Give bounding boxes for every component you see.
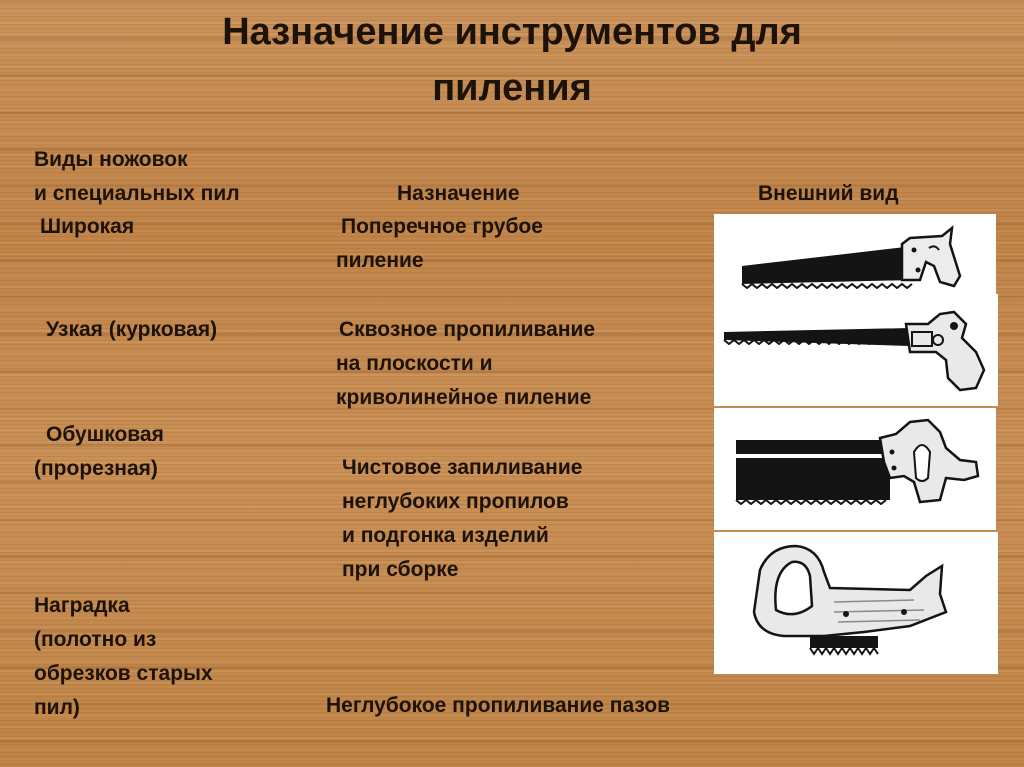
header-types: Виды ножовок и специальных пил bbox=[34, 143, 240, 211]
row-3-purpose-line-2: неглубоких пропилов bbox=[342, 490, 569, 513]
row-2-purpose-line-1: Сквозное пропиливание bbox=[339, 318, 596, 341]
row-1-purpose-line-2: пиление bbox=[336, 249, 424, 272]
row-2-purpose-line-3: криволинейное пиление bbox=[336, 386, 592, 409]
header-appearance: Внешний вид bbox=[758, 182, 899, 205]
row-3-purpose: Чистовое запиливание неглубоких пропилов… bbox=[342, 451, 582, 587]
slide-title: Назначение инструментов для пиления bbox=[0, 4, 1024, 116]
row-4-name-line-3: обрезков старых bbox=[34, 662, 213, 685]
wide-handsaw-panel bbox=[714, 214, 996, 304]
narrow-keyhole-saw-icon bbox=[723, 310, 986, 392]
title-line-1: Назначение инструментов для bbox=[222, 11, 802, 53]
title-line-2: пиления bbox=[432, 67, 592, 109]
row-4-name-line-4: пил) bbox=[34, 696, 80, 719]
row-3-name: Обушковая (прорезная) bbox=[34, 418, 164, 486]
backsaw-icon bbox=[735, 418, 980, 506]
row-3-name-line-2: (прорезная) bbox=[34, 457, 158, 480]
row-4-name-line-1: Наградка bbox=[34, 594, 130, 617]
groove-saw-icon bbox=[752, 544, 948, 656]
row-2-purpose-line-2: на плоскости и bbox=[336, 352, 493, 375]
row-1-purpose: Поперечное грубое пиление bbox=[336, 210, 543, 278]
header-types-line-2: и специальных пил bbox=[34, 182, 240, 205]
row-2-name: Узкая (курковая) bbox=[46, 313, 217, 347]
row-4-name-line-2: (полотно из bbox=[34, 628, 157, 651]
wide-handsaw-icon bbox=[741, 225, 962, 290]
row-2-name-line-1: Узкая (курковая) bbox=[46, 318, 218, 341]
row-3-name-line-1: Обушковая bbox=[46, 423, 164, 446]
row-2-purpose: Сквозное пропиливание на плоскости и кри… bbox=[336, 313, 595, 415]
row-1-name: Широкая bbox=[40, 210, 134, 244]
narrow-keyhole-saw-panel bbox=[714, 294, 998, 406]
row-4-purpose: Неглубокое пропиливание пазов bbox=[326, 689, 670, 723]
backsaw-panel bbox=[714, 408, 996, 530]
header-purpose: Назначение bbox=[397, 182, 520, 205]
row-1-name-line-1: Широкая bbox=[40, 215, 135, 238]
row-3-purpose-line-4: при сборке bbox=[342, 558, 459, 581]
row-4-name: Наградка (полотно из обрезков старых пил… bbox=[34, 589, 213, 725]
row-3-purpose-line-1: Чистовое запиливание bbox=[342, 456, 583, 479]
header-types-line-1: Виды ножовок bbox=[34, 148, 188, 171]
groove-saw-panel bbox=[714, 532, 998, 674]
row-4-purpose-line-1: Неглубокое пропиливание пазов bbox=[326, 694, 671, 717]
row-3-purpose-line-3: и подгонка изделий bbox=[342, 524, 549, 547]
row-1-purpose-line-1: Поперечное грубое bbox=[341, 215, 543, 238]
